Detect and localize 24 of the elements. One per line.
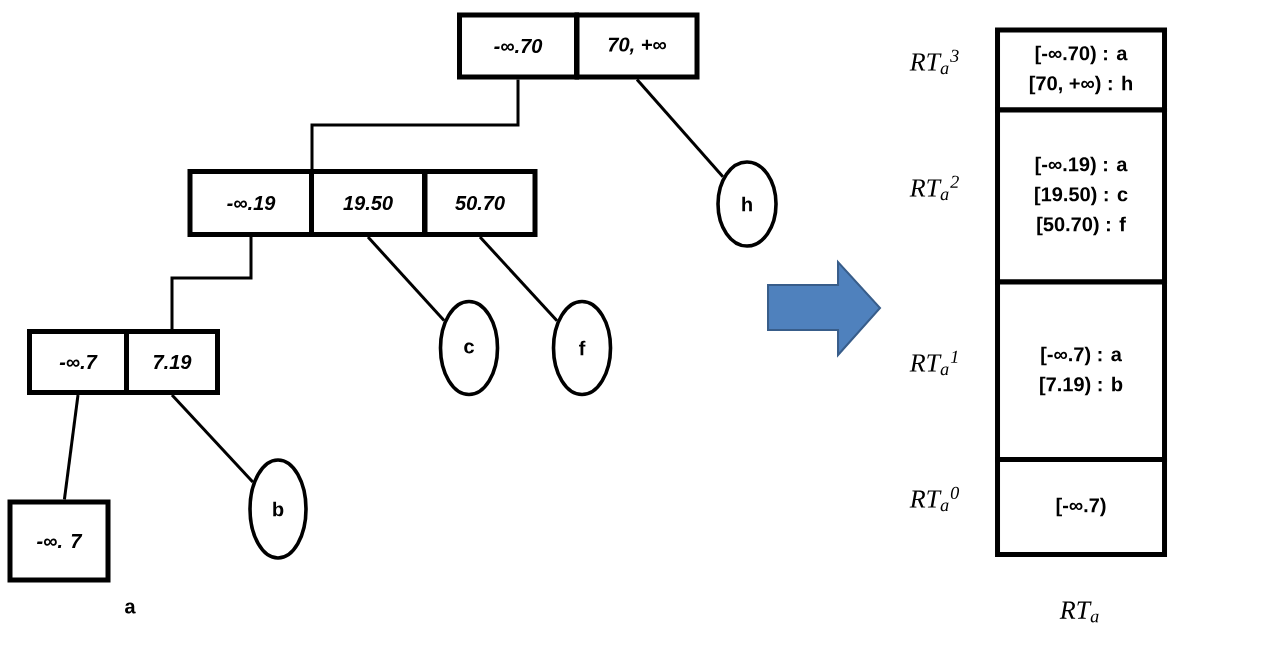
connector-line bbox=[635, 78, 725, 178]
interval-cell: 7.19 bbox=[124, 329, 220, 395]
interval-cell: -∞. 7 bbox=[7, 499, 111, 583]
interval-cell: -∞.7 bbox=[27, 329, 129, 395]
interval-cell: 19.50 bbox=[309, 169, 427, 237]
interval-cell: 50.70 bbox=[422, 169, 538, 237]
table-row: [-∞.70) : a [70, +∞) : h bbox=[995, 27, 1167, 113]
connector-line bbox=[310, 79, 520, 172]
table-row: [-∞.7) : a [7.19) : b bbox=[995, 279, 1167, 463]
connector-line bbox=[170, 394, 254, 483]
caption-label: RT$_{a}$ bbox=[1059, 601, 1099, 623]
connector-line bbox=[62, 394, 80, 500]
connector-line bbox=[478, 236, 559, 322]
caption-label: a bbox=[125, 602, 136, 614]
connector-line bbox=[170, 237, 253, 332]
row-label: RT$_{a}$1 bbox=[909, 350, 958, 376]
table-row: [-∞.7) bbox=[995, 457, 1167, 557]
interval-cell: -∞.70 bbox=[457, 12, 579, 80]
connector-line bbox=[366, 236, 446, 322]
interval-cell: -∞.19 bbox=[187, 169, 315, 237]
interval-cell: 70, +∞ bbox=[574, 12, 700, 80]
row-label: RT$_{a}$3 bbox=[909, 49, 959, 75]
row-label: RT$_{a}$0 bbox=[909, 486, 960, 512]
row-label: RT$_{a}$2 bbox=[909, 175, 959, 201]
